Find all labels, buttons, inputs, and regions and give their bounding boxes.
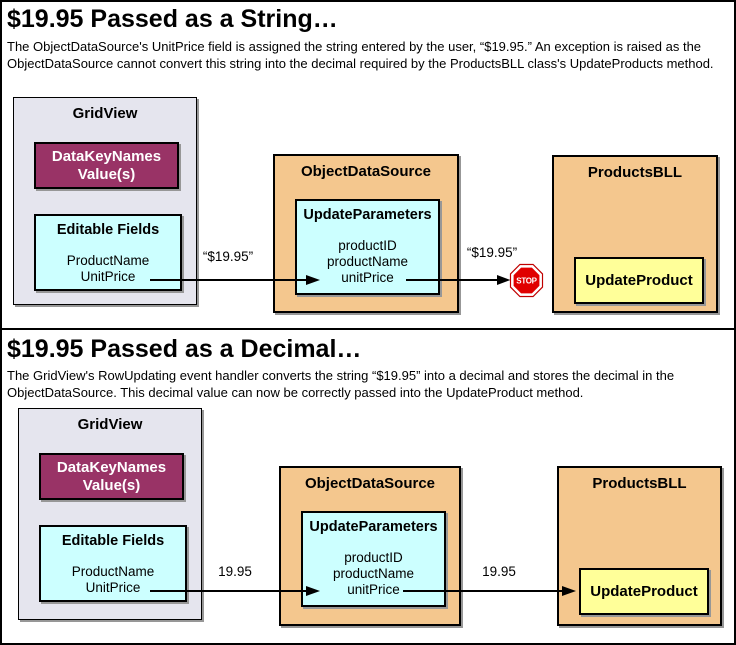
updateparameters-box: UpdateParameters productID productName u… <box>301 511 446 607</box>
updateparameters-title: UpdateParameters <box>303 207 432 223</box>
editable-fields-title: Editable Fields <box>61 533 165 549</box>
editable-fields-list: ProductName UnitPrice <box>36 253 180 285</box>
datakeynames-box: DataKeyNames Value(s) <box>39 453 184 500</box>
arrowhead-into-stop <box>497 275 511 285</box>
param-productid: productID <box>338 238 397 253</box>
arrow-label-ods-to-bll: 19.95 <box>482 564 516 579</box>
updateparameters-box: UpdateParameters productID productName u… <box>295 199 440 295</box>
updateparameters-list: productID productName unitPrice <box>297 238 438 286</box>
objectdatasource-title: ObjectDataSource <box>304 475 436 492</box>
datakeynames-line1: DataKeyNames <box>56 459 167 476</box>
datakeynames-label: DataKeyNames Value(s) <box>36 144 177 184</box>
objectdatasource-box: ObjectDataSource UpdateParameters produc… <box>279 466 461 626</box>
panel-passed-as-string: $19.95 Passed as a String… The ObjectDat… <box>2 2 734 330</box>
arrow-label-gridview-to-ods: “$19.95” <box>202 249 254 264</box>
param-unitprice: unitPrice <box>347 582 400 597</box>
datakeynames-line2: Value(s) <box>82 477 141 494</box>
updateproduct-label: UpdateProduct <box>585 272 693 289</box>
editable-fields-title: Editable Fields <box>56 222 160 238</box>
productsbll-box: ProductsBLL UpdateProduct <box>557 466 722 626</box>
param-productid: productID <box>344 550 403 565</box>
panel-description: The GridView's RowUpdating event handler… <box>7 368 675 400</box>
field-unitprice: UnitPrice <box>80 269 136 284</box>
stop-octagon <box>511 265 542 296</box>
arrow-label-ods-to-bll: “$19.95” <box>466 245 518 260</box>
panel-description: The ObjectDataSource's UnitPrice field i… <box>7 39 714 71</box>
panel-title: $19.95 Passed as a String… <box>7 5 338 33</box>
param-productname: productName <box>326 254 409 269</box>
stop-icon: STOP <box>509 263 544 298</box>
objectdatasource-box: ObjectDataSource UpdateParameters produc… <box>273 154 459 313</box>
productsbll-box: ProductsBLL UpdateProduct <box>552 155 718 313</box>
gridview-box: GridView DataKeyNames Value(s) Editable … <box>13 97 197 305</box>
datakeynames-line1: DataKeyNames <box>51 148 162 165</box>
datakeynames-box: DataKeyNames Value(s) <box>34 142 179 189</box>
productsbll-title: ProductsBLL <box>592 475 687 492</box>
productsbll-title: ProductsBLL <box>587 164 683 181</box>
datakeynames-label: DataKeyNames Value(s) <box>41 455 182 495</box>
editable-fields-box: Editable Fields ProductName UnitPrice <box>34 214 182 291</box>
panel-passed-as-decimal: $19.95 Passed as a Decimal… The GridView… <box>2 330 734 643</box>
updateproduct-box: UpdateProduct <box>574 257 704 304</box>
gridview-title: GridView <box>77 416 143 433</box>
editable-fields-list: ProductName UnitPrice <box>41 564 185 596</box>
updateproduct-label: UpdateProduct <box>590 583 698 600</box>
field-unitprice: UnitPrice <box>85 580 141 595</box>
stop-text: STOP <box>516 277 537 286</box>
field-productname: ProductName <box>71 564 155 579</box>
gridview-title: GridView <box>72 105 138 122</box>
gridview-box: GridView DataKeyNames Value(s) Editable … <box>18 408 202 620</box>
arrow-label-gridview-to-ods: 19.95 <box>218 564 252 579</box>
stop-outer-ring <box>509 263 544 298</box>
updateparameters-list: productID productName unitPrice <box>303 550 444 598</box>
panel-title: $19.95 Passed as a Decimal… <box>7 335 362 363</box>
param-productname: productName <box>332 566 415 581</box>
datakeynames-line2: Value(s) <box>77 166 136 183</box>
field-productname: ProductName <box>66 253 150 268</box>
param-unitprice: unitPrice <box>341 270 394 285</box>
editable-fields-box: Editable Fields ProductName UnitPrice <box>39 525 187 602</box>
updateproduct-box: UpdateProduct <box>579 568 709 615</box>
updateparameters-title: UpdateParameters <box>309 519 438 535</box>
objectdatasource-title: ObjectDataSource <box>300 163 432 180</box>
